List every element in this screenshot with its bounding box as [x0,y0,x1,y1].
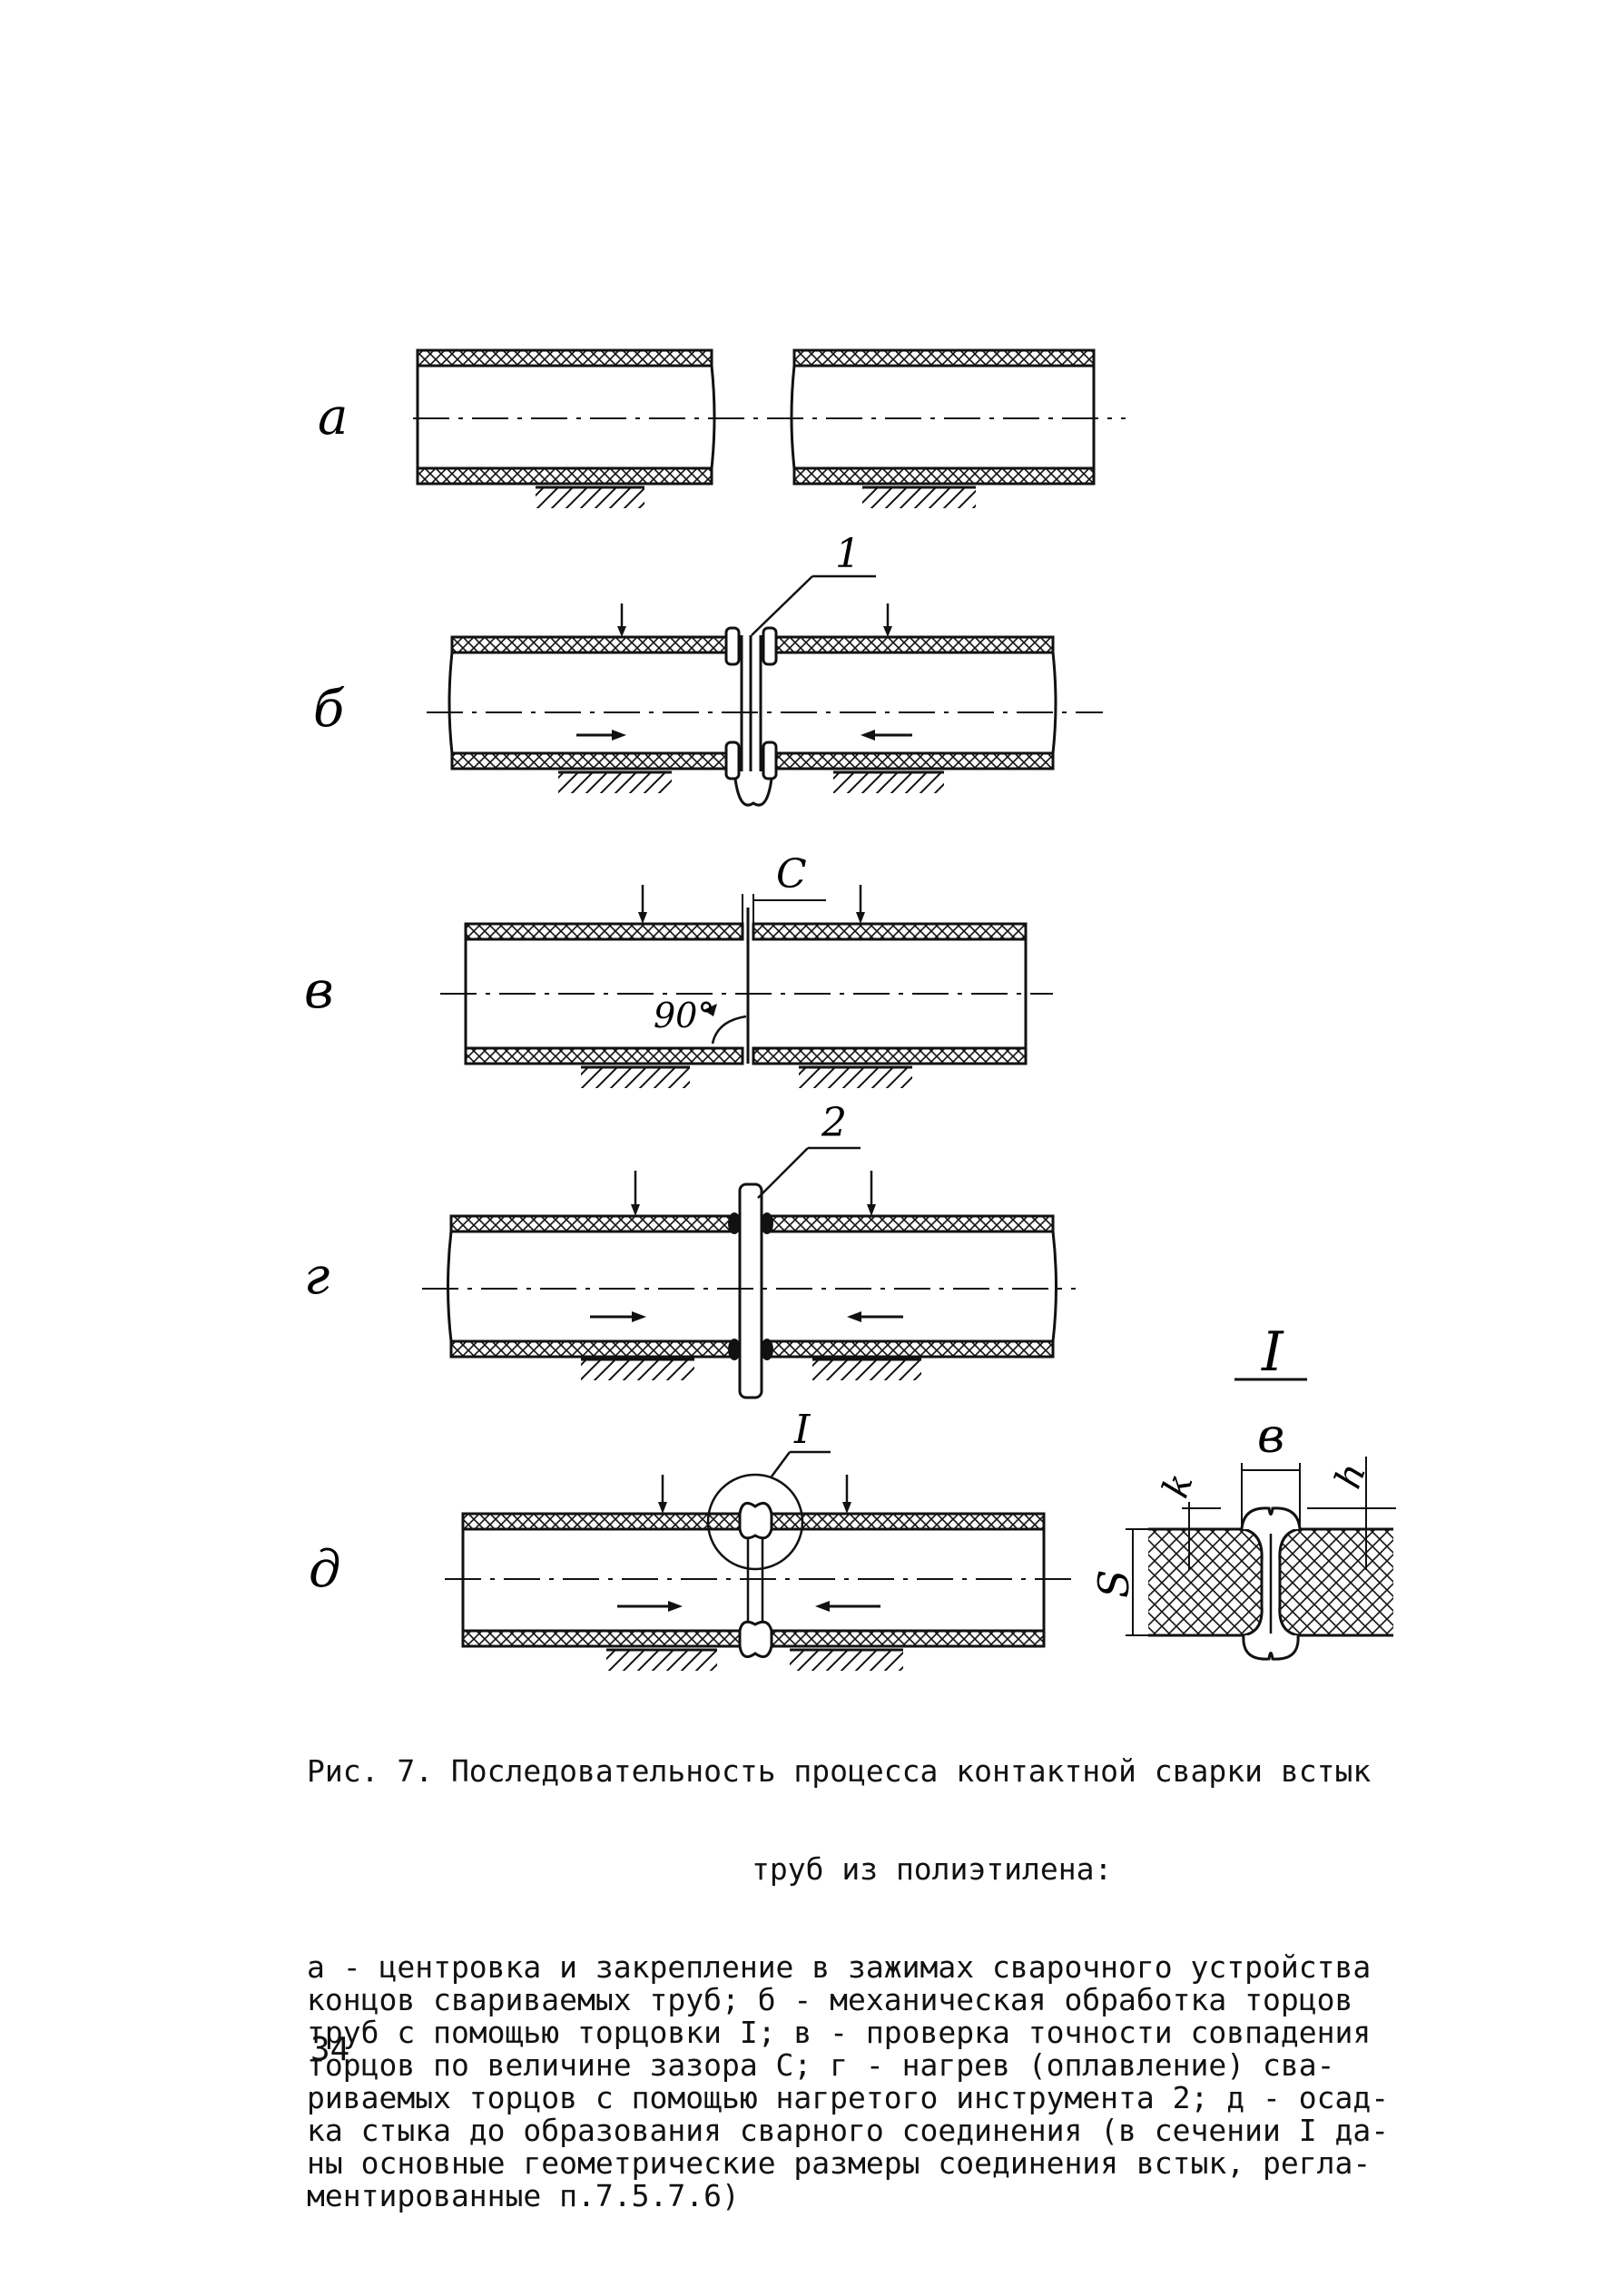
clamp-v-left [581,1065,690,1088]
pipe-d-left [461,1512,742,1648]
panel-label-d: д [309,1540,341,1599]
motion-arrow-g-left [590,1311,646,1322]
dim-k: k [1155,1468,1202,1504]
callout-1: 1 [835,531,861,577]
clamp-a-right [862,486,976,508]
clamp-a-left [536,486,644,508]
figure-caption: Рис. 7. Последовательность процесса конт… [307,1690,1432,2245]
force-arrow-g-left [631,1171,640,1216]
pipe-b-left [448,635,728,770]
motion-arrow-d-left [617,1601,683,1612]
pipe-b-right [774,635,1057,770]
panel-label-g: г [304,1247,329,1306]
clamp-d-right [790,1648,903,1671]
clamp-g-left [581,1358,694,1380]
section-title: I [1261,1320,1284,1384]
leader-heater: 2 [757,1100,861,1199]
pipe-a-right [790,348,1096,486]
heater-plate [738,1182,763,1399]
pipe-a-left [416,348,716,486]
clamp-b-right [833,770,944,793]
panel-g: г [304,1100,1076,1399]
force-arrow-v-right [856,885,865,924]
facing-tool [724,626,778,807]
section-right-wall [1278,1527,1393,1637]
melt-beads-g [728,1212,773,1360]
pipe-v-right [752,922,1028,1065]
section-circle [706,1473,804,1571]
motion-arrow-b-left [576,730,626,741]
pipe-g-left [447,1214,734,1359]
dim-s: S [1089,1569,1138,1598]
panel-a: а [318,348,1126,508]
callout-2: 2 [821,1100,847,1146]
panel-b: б [313,531,1103,807]
callout-section: I [793,1407,811,1453]
section-top-bead [1240,1506,1302,1530]
callout-angle: 90° [654,996,714,1035]
angle-mark: 90° [654,996,747,1045]
leader-facing-tool: 1 [751,531,876,636]
dim-bead-width: в [1257,1409,1284,1464]
callout-gap: C [776,851,807,898]
force-arrow-d-right [842,1475,851,1514]
section-bottom-bead [1242,1634,1300,1661]
caption-title-line-2: труб из полиэтилена: [752,1851,1113,1887]
motion-arrow-g-right [847,1311,903,1322]
leader-section: I [770,1407,831,1477]
panel-v: в C 90° [304,851,1053,1088]
section-detail: I в k h S [1089,1320,1396,1661]
force-arrow-b-right [883,603,892,637]
force-arrow-g-right [867,1171,876,1216]
caption-body: а - центровка и закрепление в зажимах св… [307,1949,1390,2213]
dim-h: h [1327,1457,1374,1494]
clamp-d-left [606,1648,717,1671]
panel-label-a: а [318,388,348,446]
force-arrow-v-left [638,885,647,924]
section-left-wall [1148,1527,1264,1637]
clamp-v-right [799,1065,912,1088]
force-arrow-d-left [658,1475,667,1514]
panel-d: д I [309,1407,1071,1671]
panel-label-b: б [313,680,345,739]
caption-title-line-1: Рис. 7. Последовательность процесса конт… [307,1753,1372,1789]
panel-label-v: в [304,961,334,1020]
clamp-b-left [558,770,672,793]
pipe-d-right [770,1512,1046,1648]
page-number: 34 [310,2031,350,2068]
pipe-v-left [464,922,744,1065]
motion-arrow-b-right [861,730,912,741]
motion-arrow-d-right [815,1601,880,1612]
pipe-g-right [765,1214,1057,1359]
force-arrow-b-left [617,603,626,637]
clamp-g-right [812,1358,921,1380]
